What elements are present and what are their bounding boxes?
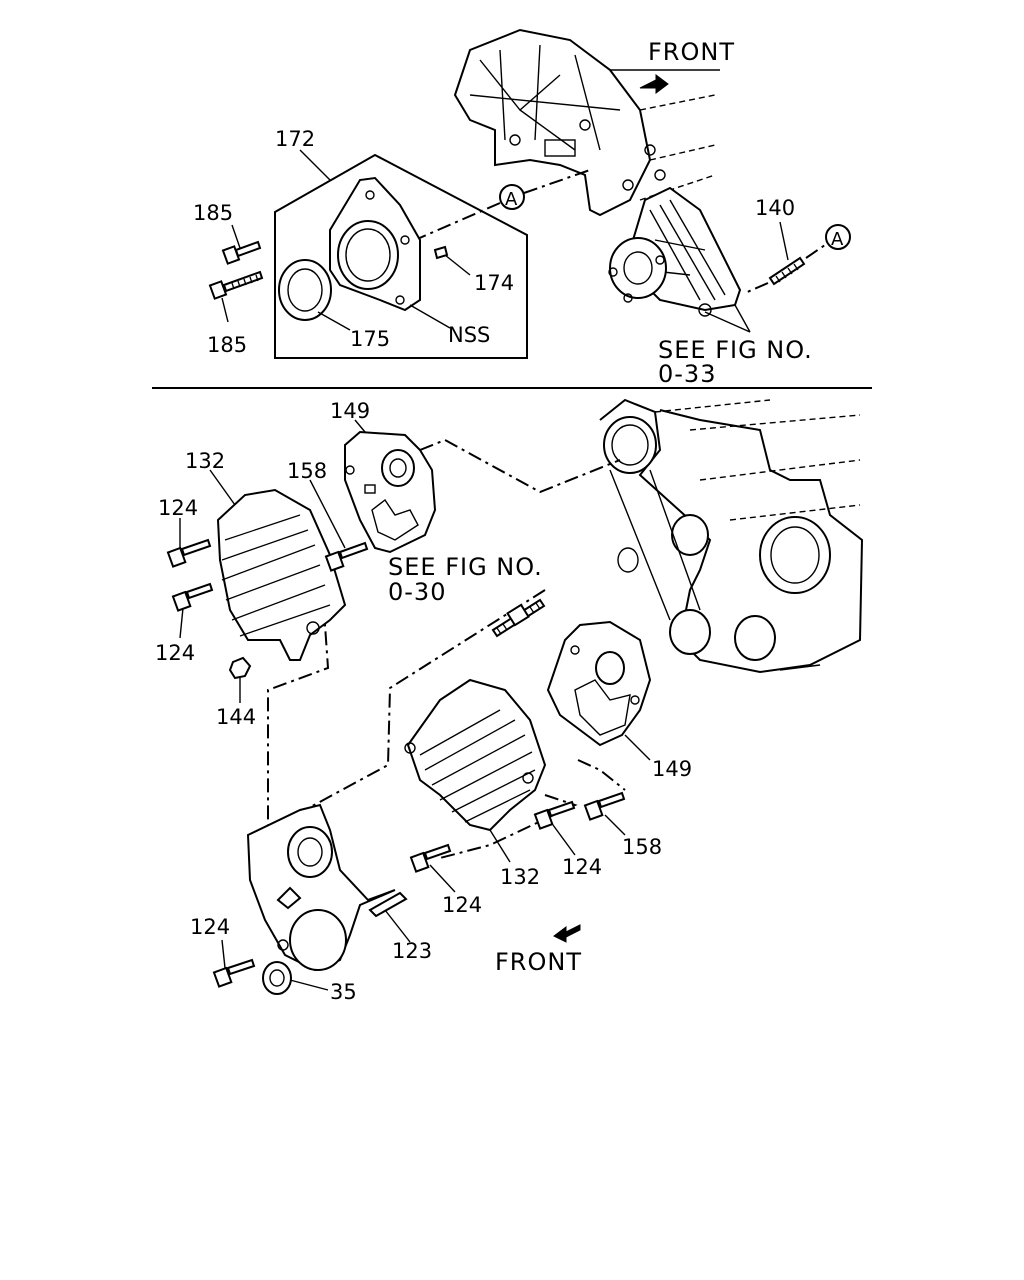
label-172: 172: [275, 127, 315, 151]
oil-seal-35: [262, 961, 292, 995]
callout-a-circle-2: A: [825, 224, 851, 250]
label-158-lower: 158: [622, 835, 662, 859]
label-124-a: 124: [158, 496, 198, 520]
label-nss: NSS: [448, 323, 490, 347]
stud-140: [768, 256, 806, 286]
front-arrow-bottom-icon: [553, 924, 581, 943]
callout-a-letter-2: A: [831, 229, 844, 250]
label-124-e: 124: [190, 915, 230, 939]
label-132-center: 132: [500, 865, 540, 889]
oil-seal-175: [278, 259, 332, 321]
front-indicator-top: FRONT: [639, 38, 735, 94]
label-124-b: 124: [155, 641, 195, 665]
timing-cover-plate-149-right: [546, 620, 652, 747]
engine-block-front: [599, 398, 864, 674]
oil-seal-retainer: [329, 176, 421, 312]
front-indicator-bottom: FRONT: [495, 924, 582, 976]
engine-mount-bracket: [608, 186, 742, 317]
callout-a-letter-1: A: [505, 189, 518, 210]
bolt-124-d: [409, 843, 452, 873]
label-174: 174: [474, 271, 514, 295]
see-fig-top-line1: SEE FIG NO.: [658, 336, 813, 364]
label-132-left: 132: [185, 449, 225, 473]
bolt-124-a: [166, 538, 212, 568]
see-fig-top-line2: 0-33: [658, 360, 716, 388]
bolt-185-upper: [221, 240, 262, 265]
bolt-124-e: [212, 958, 256, 988]
label-124-c: 124: [562, 855, 602, 879]
label-149-right: 149: [652, 757, 692, 781]
bracket-172: [274, 153, 528, 359]
bolt-158-upper: [324, 541, 369, 572]
callout-a-circle-1: A: [499, 184, 525, 210]
label-158-upper: 158: [287, 459, 327, 483]
timing-cover-132-left: [216, 488, 347, 661]
bolt-174: [433, 245, 449, 260]
label-185-upper: 185: [193, 201, 233, 225]
label-185-lower: 185: [207, 333, 247, 357]
label-140: 140: [755, 196, 795, 220]
bolt-185-lower: [208, 270, 264, 300]
bolt-124-b: [171, 582, 214, 612]
label-124-d: 124: [442, 893, 482, 917]
front-label-top: FRONT: [648, 38, 735, 66]
label-35: 35: [330, 980, 357, 1004]
label-149-upper: 149: [330, 399, 370, 423]
label-123: 123: [392, 939, 432, 963]
label-144: 144: [216, 705, 256, 729]
top-section: FRONT A: [193, 28, 851, 388]
see-fig-bottom-line2: 0-30: [388, 578, 446, 606]
see-fig-bottom-line1: SEE FIG NO.: [388, 553, 543, 581]
stud-center: [491, 598, 546, 638]
front-arrow-top-icon: [639, 74, 669, 94]
timing-cover-132-center: [404, 678, 547, 832]
bottom-section: 149 132 158 124 124 144 SEE FIG NO. 0-30…: [155, 398, 864, 1004]
nut-144: [228, 656, 252, 680]
timing-cover-plate-149-upper: [344, 430, 437, 554]
front-label-bottom: FRONT: [495, 948, 582, 976]
label-175: 175: [350, 327, 390, 351]
bolt-158-lower: [583, 791, 626, 821]
timing-cover-123-lower: [246, 803, 408, 972]
bolt-124-c: [533, 800, 576, 830]
